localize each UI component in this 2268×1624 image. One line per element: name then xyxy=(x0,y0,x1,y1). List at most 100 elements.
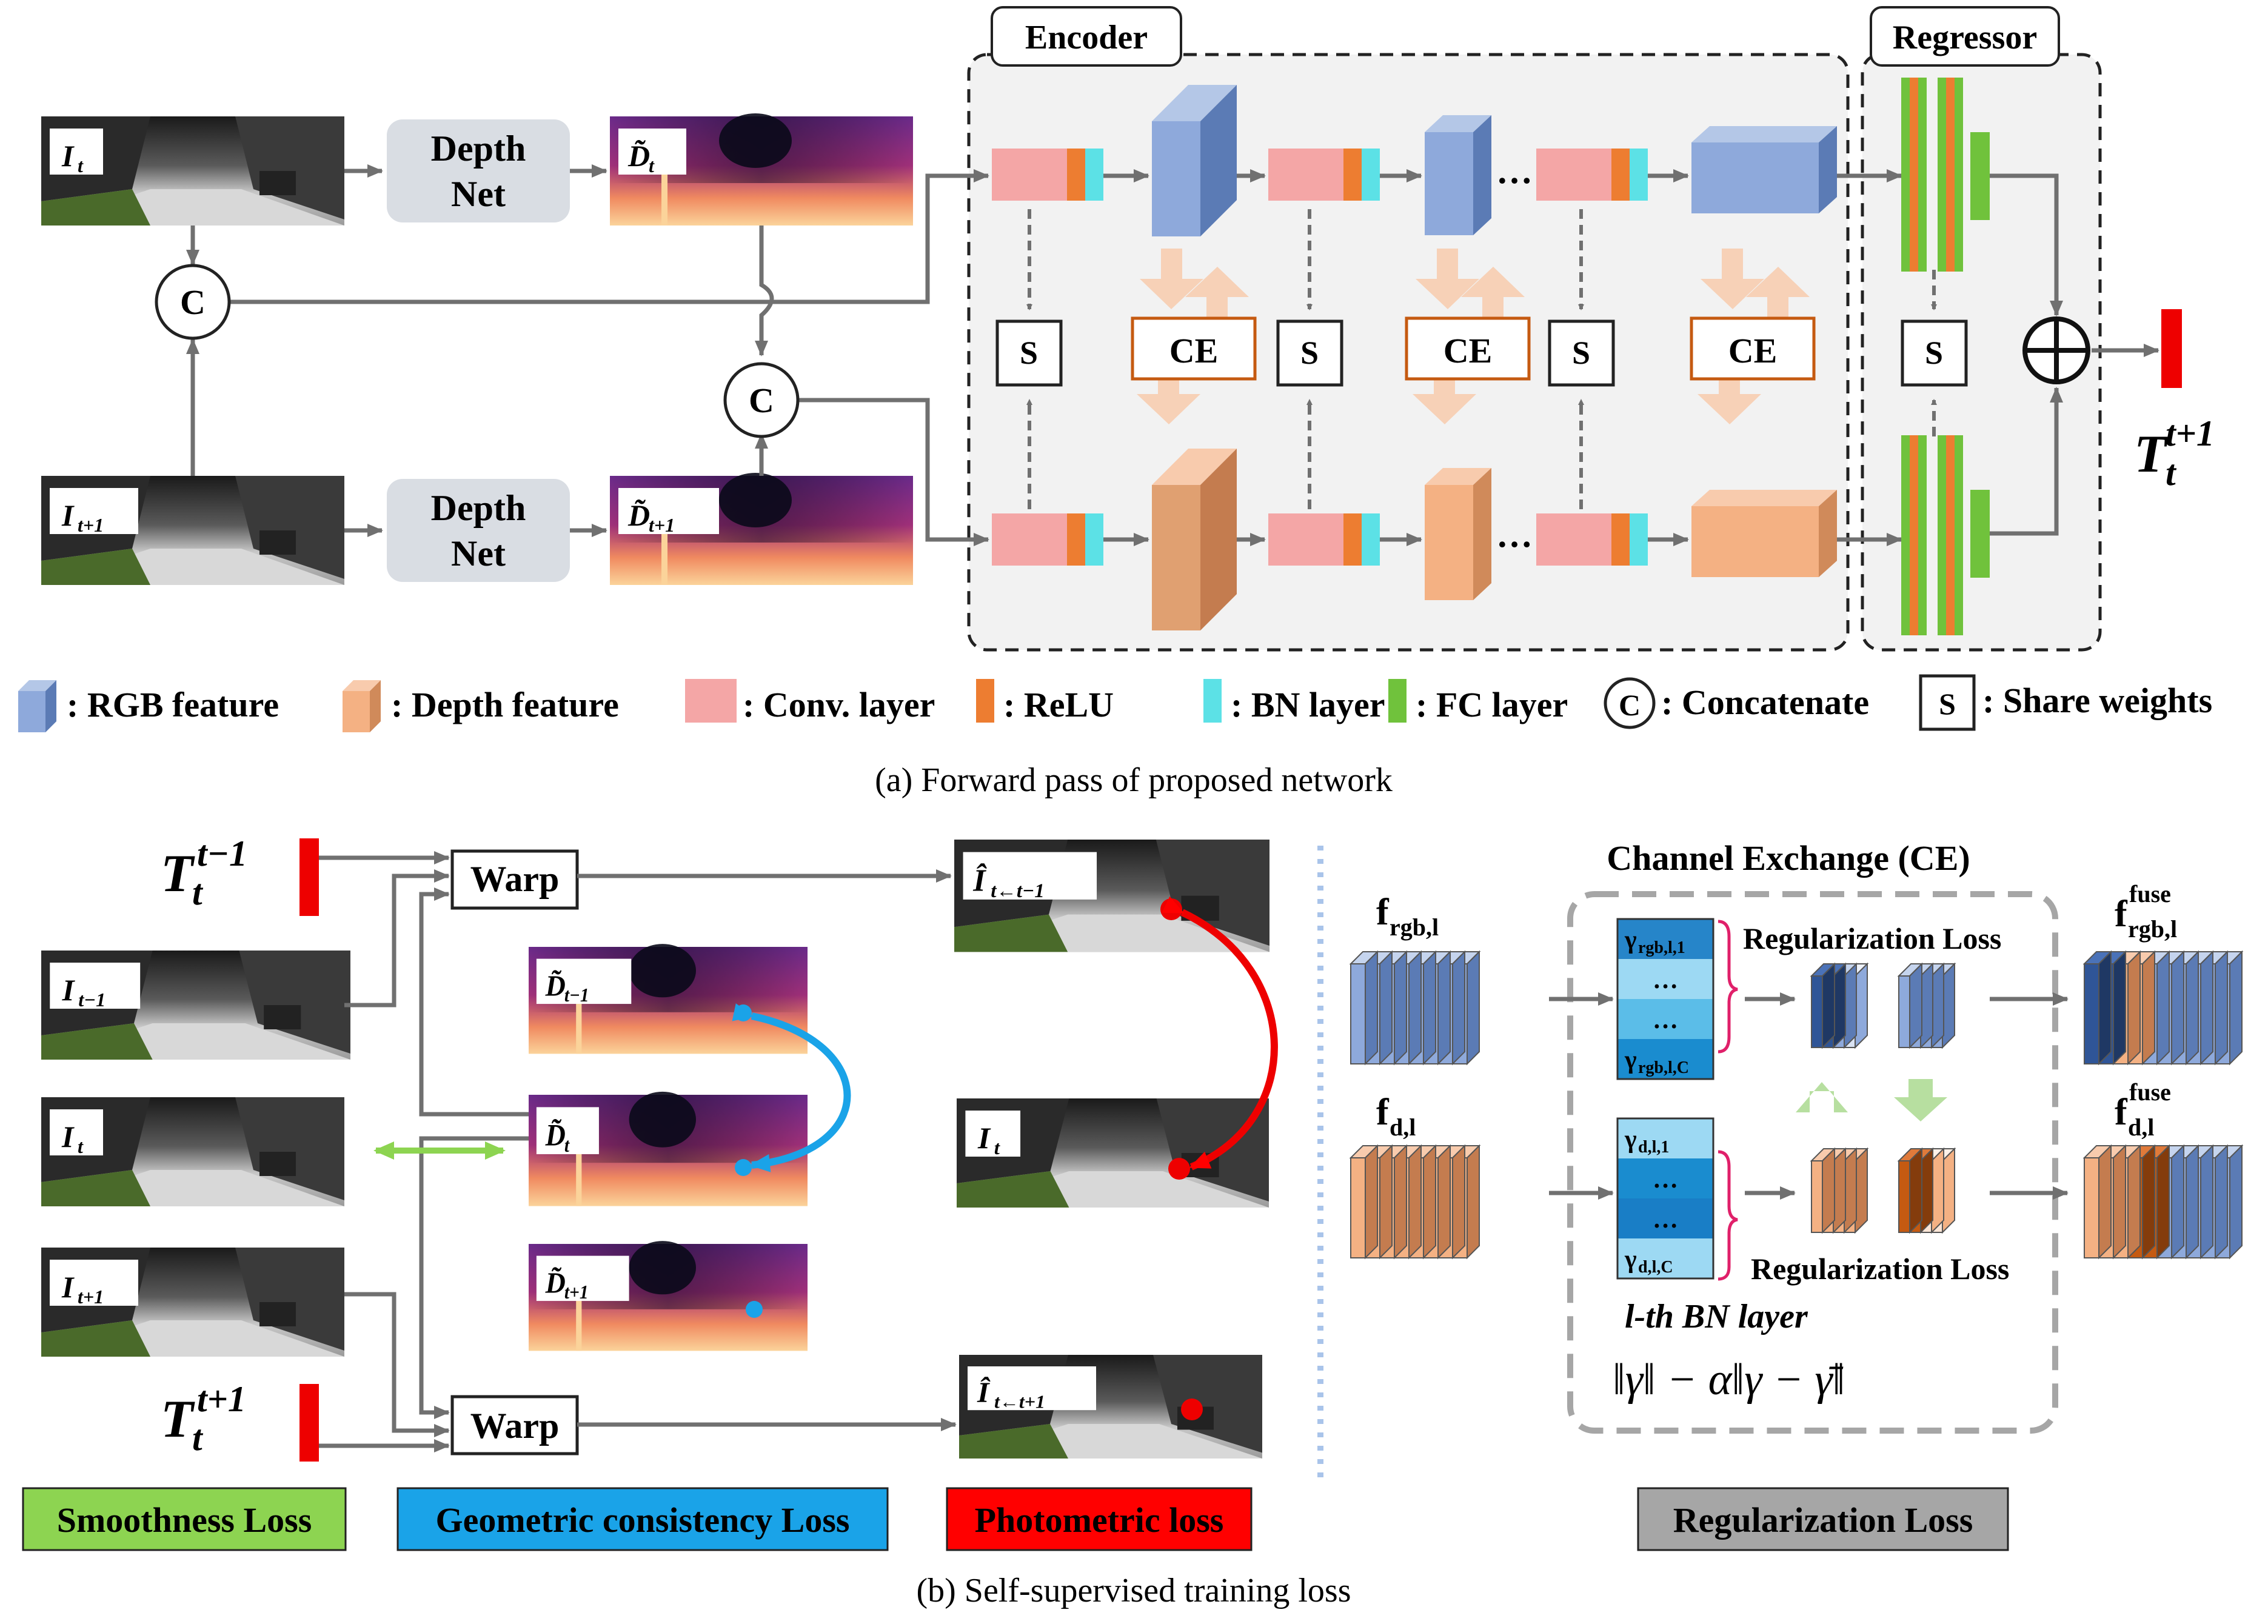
svg-text:I: I xyxy=(977,1121,991,1155)
output-pose-bar xyxy=(2161,309,2182,388)
depth-feature-cube-2 xyxy=(1425,468,1491,600)
svg-text:…: … xyxy=(1653,1206,1678,1234)
svg-text:t: t xyxy=(78,155,84,176)
sum-node xyxy=(2022,316,2090,384)
svg-text:C: C xyxy=(1619,688,1641,722)
svg-text:t←t+1: t←t+1 xyxy=(994,1391,1045,1412)
photo-point-curr xyxy=(1168,1158,1190,1180)
rgb-brace xyxy=(1718,920,1738,1054)
svg-text:rgb,l,1: rgb,l,1 xyxy=(1638,938,1685,957)
svg-text:t+1: t+1 xyxy=(78,514,104,536)
svg-text:t+1: t+1 xyxy=(564,1281,589,1303)
encoder-rgb-conv-block-3 xyxy=(1536,149,1648,201)
svg-text:S: S xyxy=(1300,335,1319,371)
photometric-arrow xyxy=(1162,896,1278,1171)
encoder-title: Encoder xyxy=(1025,19,1148,56)
image-t: I t xyxy=(41,1097,344,1206)
f-d-fuse-stack xyxy=(2082,1144,2244,1260)
svg-text:…: … xyxy=(1653,1166,1678,1194)
svg-text:T: T xyxy=(2134,425,2169,484)
f-rgb-label: f rgb,l xyxy=(1376,892,1439,941)
svg-text:Smoothness Loss: Smoothness Loss xyxy=(57,1500,312,1540)
svg-text:D̃: D̃ xyxy=(545,1266,566,1299)
depth-feature-cube-3 xyxy=(1691,490,1837,577)
svg-text:Regularization Loss: Regularization Loss xyxy=(1673,1500,1973,1540)
svg-text:t−1: t−1 xyxy=(78,989,105,1011)
pose-next-label: T t t+1 xyxy=(161,1379,246,1458)
legend-share-swatch xyxy=(1919,674,1976,731)
legend-depth-label: : Depth feature xyxy=(391,685,619,724)
rgb-feature-cube-3 xyxy=(1691,126,1837,213)
depth-net-top-line2: Net xyxy=(451,174,506,214)
svg-text:S: S xyxy=(1925,335,1943,371)
encoder-rgb-conv-block-2 xyxy=(1268,149,1380,201)
svg-text:f: f xyxy=(2115,1092,2128,1133)
gamma-d-column: γ d,l,1 … … γ d,l,C xyxy=(1616,1117,1714,1280)
legend-conv-swatch xyxy=(685,679,737,723)
depth-feature-cube-1 xyxy=(1152,449,1237,630)
svg-text:…: … xyxy=(1653,1006,1678,1034)
depth-net-bottom-line1: Depth xyxy=(431,488,526,528)
rgb-feature-cube-1 xyxy=(1152,85,1237,236)
svg-text:t: t xyxy=(994,1137,1000,1158)
geometric-consistency-arrow xyxy=(732,1003,851,1172)
caption-a: (a) Forward pass of proposed network xyxy=(875,761,1393,799)
photometric-loss-badge: Photometric loss xyxy=(946,1487,1253,1551)
depth-net-top xyxy=(387,119,570,222)
depth-map-t: D̃ t xyxy=(610,113,913,226)
depth-net-bottom-line2: Net xyxy=(451,533,506,573)
d-exchange-stack xyxy=(1810,1147,1956,1234)
depth-point-next xyxy=(746,1301,763,1318)
warp-box-bottom: Warp xyxy=(450,1395,579,1455)
svg-text:t+1: t+1 xyxy=(78,1286,104,1308)
svg-text:CE: CE xyxy=(1728,331,1778,370)
concat-node-top xyxy=(155,264,231,340)
svg-text:d,l: d,l xyxy=(2128,1114,2154,1141)
warped-image-prev: Î t←t−1 xyxy=(954,840,1269,952)
svg-text:Photometric loss: Photometric loss xyxy=(975,1500,1224,1540)
svg-text:rgb,l: rgb,l xyxy=(2128,915,2177,943)
concat-node-bottom xyxy=(723,362,800,438)
svg-text:f: f xyxy=(1376,892,1390,933)
share-weights-box-2: S xyxy=(1276,319,1343,387)
svg-text:D̃: D̃ xyxy=(545,1118,566,1152)
regressor-title-box xyxy=(1870,6,2060,67)
rgb-feature-cube-2 xyxy=(1425,115,1491,235)
encoder-depth-conv-block-3 xyxy=(1536,513,1648,566)
svg-text:CE: CE xyxy=(1169,331,1219,370)
svg-text:…: … xyxy=(1653,966,1678,994)
svg-text:T: T xyxy=(161,844,195,903)
input-image-t: I t xyxy=(41,116,344,226)
encoder-depth-conv-block-1 xyxy=(992,513,1103,566)
svg-text:Î: Î xyxy=(977,1377,991,1409)
legend-relu-label: : ReLU xyxy=(1003,685,1114,724)
svg-text:fuse: fuse xyxy=(2129,880,2171,907)
svg-text:T: T xyxy=(161,1390,195,1449)
svg-text:CE: CE xyxy=(1443,331,1493,370)
caption-b: (b) Self-supervised training loss xyxy=(917,1572,1351,1609)
channel-exchange-1: CE xyxy=(1131,249,1257,424)
encoder-depth-conv-block-2 xyxy=(1268,513,1380,566)
svg-text:S: S xyxy=(1020,335,1038,371)
concat-node-top-label: C xyxy=(180,282,206,322)
output-pose-label: T t t+1 xyxy=(2134,413,2215,493)
svg-text:S: S xyxy=(1939,687,1956,721)
legend: : RGB feature : Depth feature : Conv. la… xyxy=(18,674,2212,732)
svg-text:D̃: D̃ xyxy=(627,498,650,532)
pose-next-bar xyxy=(299,1384,319,1462)
legend-relu-swatch xyxy=(976,679,994,723)
svg-text:t+1: t+1 xyxy=(197,1379,246,1419)
svg-text:rgb,l: rgb,l xyxy=(1390,914,1439,941)
svg-text:I: I xyxy=(61,498,75,532)
photo-point-next xyxy=(1181,1398,1203,1420)
legend-bn-label: : BN layer xyxy=(1231,685,1385,724)
legend-fc-swatch xyxy=(1388,679,1407,723)
svg-text:I: I xyxy=(61,1120,75,1154)
depth-net-top-line1: Depth xyxy=(431,129,526,169)
exchange-up-arrow xyxy=(1796,1082,1848,1112)
depth-point-prev xyxy=(735,1004,752,1021)
svg-text:γ: γ xyxy=(1624,1246,1637,1274)
svg-text:f: f xyxy=(2115,894,2128,935)
exchange-down-arrow xyxy=(1894,1079,1947,1121)
smoothness-loss-badge: Smoothness Loss xyxy=(22,1487,347,1551)
